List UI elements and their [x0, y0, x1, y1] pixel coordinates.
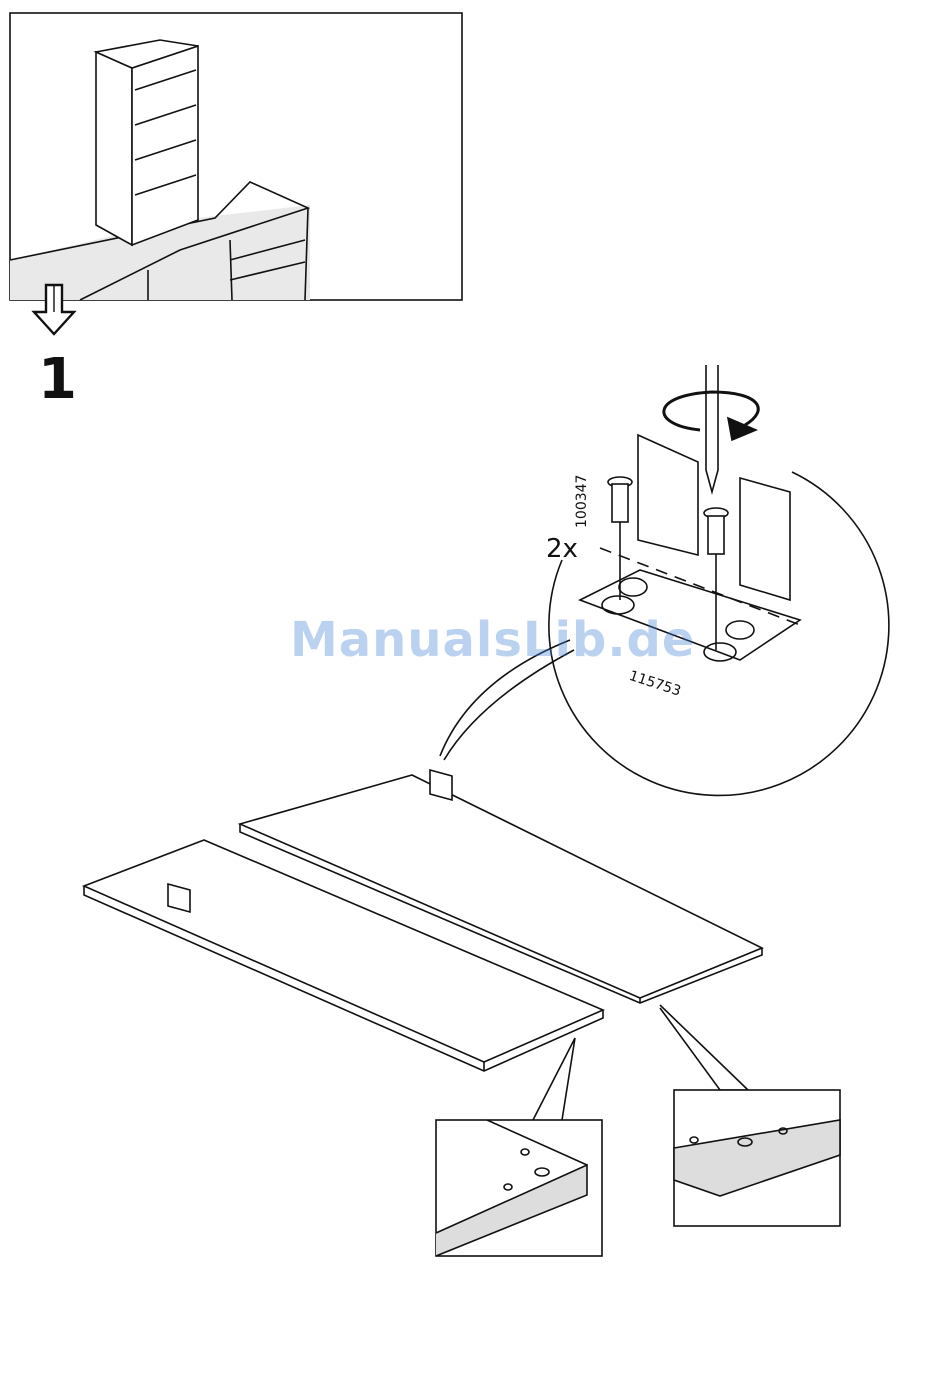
watermark: ManualsLib.de — [290, 612, 695, 668]
detail-callout — [440, 365, 889, 795]
step-number: 1 — [38, 352, 77, 408]
part-number-screw: 100347 — [574, 475, 590, 528]
quantity-label: 2x — [546, 536, 578, 562]
overview-scene — [10, 40, 310, 300]
screwdriver-icon — [706, 365, 718, 492]
zoom-detail-left — [436, 1038, 602, 1256]
zoom-detail-right — [660, 1005, 840, 1226]
